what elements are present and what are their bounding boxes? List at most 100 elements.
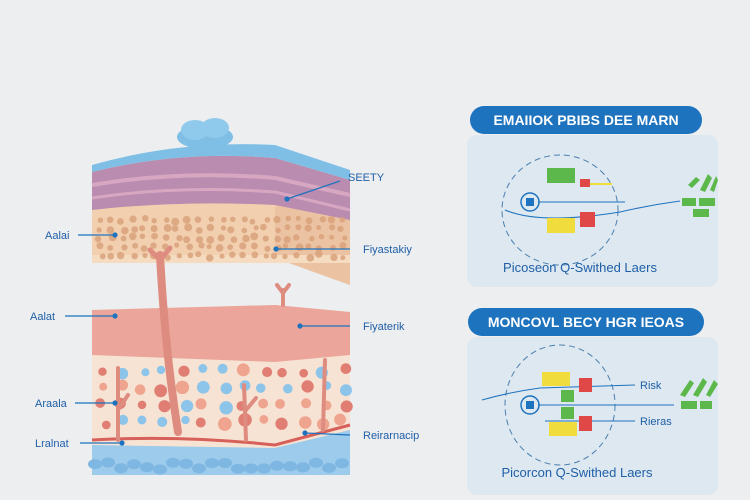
cell [251, 251, 259, 259]
cell [186, 243, 194, 251]
cell [304, 224, 312, 232]
cell [150, 225, 158, 233]
cell [137, 415, 147, 425]
cell [132, 242, 139, 249]
cell [301, 380, 314, 393]
cell [99, 253, 106, 260]
cell [217, 363, 228, 374]
blood-vessels [116, 245, 327, 442]
label-left-4: Lralnat [35, 438, 69, 450]
cell [319, 216, 326, 223]
cell [260, 223, 267, 231]
cell [299, 416, 312, 429]
cell [236, 363, 250, 377]
cell [171, 225, 179, 232]
fat-cell [218, 457, 232, 468]
cell [187, 252, 194, 259]
cell [139, 225, 146, 232]
fat-cell [88, 459, 102, 470]
cell [263, 253, 269, 259]
cell [139, 233, 146, 240]
cell [262, 366, 273, 378]
cell [121, 244, 128, 251]
panel-2-header: MONCOVL BECY HGR IEOAS [488, 314, 684, 330]
cell [120, 235, 127, 242]
cell [230, 216, 236, 223]
cell [98, 367, 107, 376]
cell [198, 364, 208, 373]
cell [259, 415, 269, 424]
cell [239, 242, 247, 250]
cell [316, 225, 322, 231]
fat-cell [231, 463, 245, 474]
cell [295, 224, 302, 231]
fat-cell [244, 463, 258, 474]
beam-output-icon [682, 174, 718, 217]
cell [275, 227, 281, 234]
cell [151, 232, 158, 240]
cell [195, 251, 202, 258]
cell [241, 216, 248, 223]
cell [196, 380, 210, 394]
fat-cell [166, 457, 180, 468]
cell [142, 252, 148, 259]
panel-1-header: EMAIIOK PBIBS DEE MARN [493, 112, 678, 128]
cell [106, 216, 114, 224]
cell [273, 215, 281, 224]
cell [174, 242, 180, 248]
fat-cell [101, 457, 115, 468]
cell [334, 413, 346, 426]
cell [151, 217, 157, 224]
cell [194, 216, 202, 224]
upper-cells [94, 215, 348, 262]
cell [293, 252, 300, 259]
cell [220, 382, 233, 395]
fat-cell [140, 462, 154, 473]
cell [258, 398, 269, 409]
cell [340, 384, 352, 397]
cell [342, 235, 348, 241]
label-left-3: Araala [35, 398, 68, 410]
cell [274, 235, 282, 243]
cell [230, 236, 238, 243]
cell [195, 236, 204, 244]
label-right-3: Fiyaterik [363, 321, 405, 333]
cell [129, 215, 137, 223]
cell [285, 215, 292, 222]
label-left-1: Aalai [45, 230, 69, 242]
cell [181, 415, 190, 425]
cell [227, 226, 235, 234]
cell [337, 225, 344, 233]
fat-cell [192, 463, 206, 474]
cell [206, 223, 215, 232]
cell [221, 216, 227, 223]
cell [330, 244, 336, 251]
label-right-2: Fiyastakiy [363, 244, 412, 256]
cell [99, 382, 108, 391]
cell [96, 242, 104, 250]
cell [163, 224, 172, 233]
fat-cell [322, 462, 336, 473]
cell [301, 398, 312, 409]
cell [306, 254, 315, 262]
fat-cell [257, 463, 271, 474]
cell [157, 416, 168, 427]
cell [134, 384, 146, 396]
label-right-1: SEETY [348, 172, 385, 184]
cloud-top [177, 118, 233, 149]
cell [256, 383, 266, 393]
cell [117, 218, 124, 225]
fat-cell [335, 458, 349, 469]
cell [315, 250, 323, 258]
cell [182, 215, 191, 224]
cell [141, 368, 150, 377]
cell [195, 398, 207, 410]
label-left-2: Aalat [30, 311, 55, 323]
leader-lines [65, 180, 351, 446]
cell [282, 243, 289, 249]
fat-cell [283, 461, 297, 472]
panel-1: EMAIIOK PBIBS DEE MARN Picoseon Q-Swithe… [467, 106, 718, 287]
cell [206, 236, 215, 244]
cell [198, 242, 205, 249]
fat-cell [309, 457, 323, 468]
